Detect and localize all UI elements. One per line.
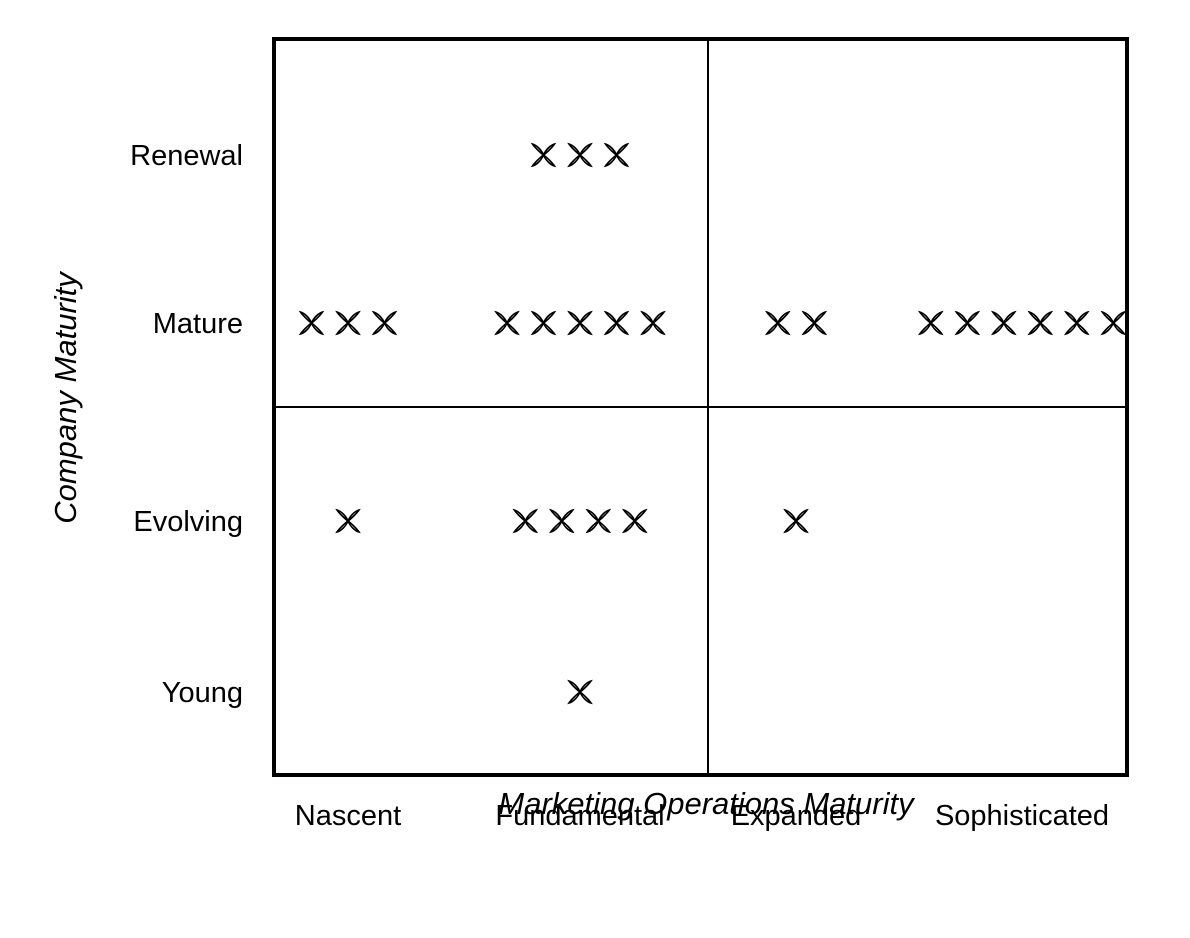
marker-fundamental-mature-1 — [495, 311, 519, 335]
y-axis-title: Company Maturity — [48, 270, 83, 524]
y-tick-label-evolving: Evolving — [133, 506, 243, 538]
marker-nascent-mature-2 — [336, 311, 360, 335]
y-tick-label-mature: Mature — [153, 308, 243, 340]
marker-fundamental-mature-3 — [568, 311, 592, 335]
y-tick-label-young: Young — [162, 677, 243, 709]
marker-fundamental-evolving-3 — [586, 509, 611, 533]
marker-fundamental-evolving-2 — [549, 509, 574, 533]
marker-nascent-evolving-1 — [336, 509, 360, 533]
marker-sophisticated-mature-3 — [991, 311, 1016, 335]
marker-fundamental-renewal-3 — [604, 143, 629, 167]
marker-expanded-evolving-1 — [784, 509, 808, 533]
x-axis-title: Marketing Operations Maturity — [498, 786, 916, 821]
marker-sophisticated-mature-2 — [955, 311, 980, 335]
marker-fundamental-mature-5 — [641, 311, 665, 335]
marker-nascent-mature-3 — [372, 311, 397, 335]
marker-fundamental-young-1 — [568, 680, 592, 704]
marker-fundamental-mature-4 — [604, 311, 629, 335]
marker-nascent-mature-1 — [299, 311, 324, 335]
marker-sophisticated-mature-5 — [1065, 311, 1089, 335]
y-axis-tick-labels: Young Evolving Mature Renewal — [130, 140, 243, 709]
x-axis-tick-labels: Nascent Fundamental Expanded Sophisticated — [295, 800, 1109, 832]
x-tick-label-expanded: Expanded — [731, 800, 862, 832]
x-tick-label-fundamental: Fundamental — [495, 800, 664, 832]
data-markers — [299, 143, 1126, 704]
marker-fundamental-mature-2 — [531, 311, 556, 335]
marker-sophisticated-mature-1 — [918, 311, 943, 335]
y-tick-label-renewal: Renewal — [130, 140, 243, 172]
marker-sophisticated-mature-6 — [1101, 311, 1126, 335]
x-tick-label-nascent: Nascent — [295, 800, 401, 832]
marker-fundamental-evolving-4 — [622, 509, 647, 533]
marker-fundamental-renewal-1 — [531, 143, 556, 167]
marker-fundamental-evolving-1 — [513, 509, 538, 533]
marker-expanded-mature-2 — [802, 311, 827, 335]
marker-fundamental-renewal-2 — [568, 143, 592, 167]
marker-sophisticated-mature-4 — [1028, 311, 1053, 335]
x-tick-label-sophisticated: Sophisticated — [935, 800, 1109, 832]
marker-expanded-mature-1 — [765, 311, 790, 335]
